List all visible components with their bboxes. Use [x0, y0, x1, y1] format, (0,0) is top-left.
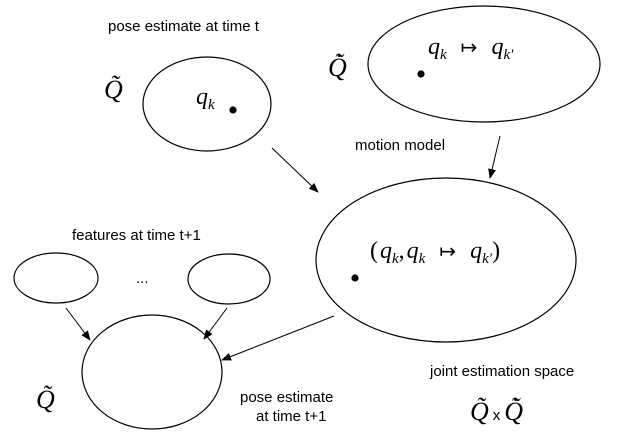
math-sub-k: k — [440, 47, 447, 63]
ellipse-pose-t1 — [81, 314, 223, 430]
ellipse-feature-right — [187, 253, 271, 305]
math-q: q — [380, 238, 392, 264]
math-sub-k: k — [392, 251, 399, 267]
math-qk-maps-qkprime-top: qk↦qk′ — [428, 34, 514, 63]
arrow-feature-left-to-pose-t1 — [65, 307, 91, 341]
math-sub-kprime: k′ — [482, 251, 493, 267]
arrow-feature-right-to-pose-t1 — [203, 307, 228, 340]
symbol-times: x — [493, 407, 501, 424]
math-maps-to: ↦ — [461, 35, 478, 59]
label-ellipsis: ... — [136, 270, 149, 287]
symbol-q-dot-tilde-top: Q̃̇ — [328, 53, 347, 82]
symbol-q-tilde: Q̃ — [470, 397, 489, 426]
point-qk-motion — [417, 70, 425, 78]
ellipse-joint-space — [315, 177, 577, 343]
math-q: q — [470, 238, 482, 264]
symbol-q-dot-tilde: Q̃̇ — [504, 397, 523, 426]
math-paren-close: ) — [492, 238, 500, 264]
math-q: q — [491, 34, 503, 60]
math-comma: , — [399, 238, 405, 264]
point-qk-joint — [351, 274, 359, 282]
label-joint-estimation-space: joint estimation space — [429, 363, 574, 380]
label-features-t1: features at time t+1 — [72, 227, 201, 244]
arrow-pose-to-joint — [271, 147, 319, 193]
math-sub-k: k — [208, 97, 215, 113]
label-pose-estimate-t: pose estimate at time t — [108, 18, 260, 35]
math-sub-k: k — [419, 251, 426, 267]
arrow-motion-to-joint — [488, 135, 501, 179]
ellipse-feature-left — [13, 252, 99, 304]
ellipse-motion-space — [367, 5, 601, 123]
symbol-q-tilde-top: Q̃ — [104, 75, 123, 104]
math-maps-to: ↦ — [439, 239, 456, 263]
math-q: q — [428, 34, 440, 60]
math-joint-tuple: (qk,qk↦qk′) — [370, 238, 500, 267]
label-pose-estimate-t1-line1: pose estimate — [240, 389, 333, 406]
symbol-q-tilde-bottom: Q̃ — [36, 385, 55, 414]
math-q: q — [196, 84, 208, 110]
math-qk-pose-t: qk — [196, 84, 215, 113]
arrow-joint-to-pose-t1 — [221, 315, 335, 361]
ellipse-pose-t — [142, 56, 272, 152]
math-paren-open: ( — [370, 238, 378, 264]
label-motion-model: motion model — [355, 137, 445, 154]
math-sub-kprime: k′ — [503, 47, 514, 63]
math-q: q — [407, 238, 419, 264]
label-pose-estimate-t1-line2: at time t+1 — [256, 408, 326, 425]
point-qk-pose-t — [229, 106, 237, 114]
